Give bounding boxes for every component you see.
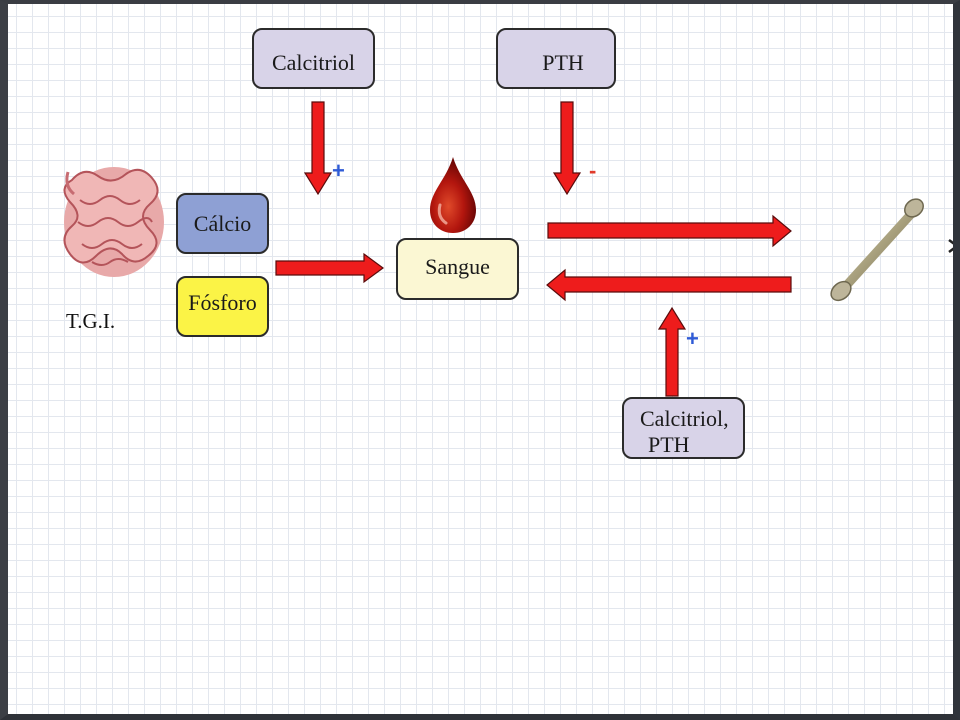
fosforo-label: Fósforo (188, 290, 257, 315)
arrow-pth-down (552, 101, 582, 196)
minus-sign-pth: - (589, 158, 597, 183)
bone-icon (830, 198, 924, 302)
sangue-label: Sangue (425, 254, 490, 279)
blood-drop-icon (430, 157, 476, 233)
tgi-label: T.G.I. (66, 309, 116, 333)
intestine-icon (63, 167, 164, 277)
calcitriol-box: Calcitriol (252, 28, 375, 89)
arrow-blood-to-bone (547, 214, 792, 248)
sangue-box: Sangue (396, 238, 519, 300)
pth-box: PTH (496, 28, 616, 89)
calcio-box: Cálcio (176, 193, 269, 254)
arrow-bottom-up (657, 306, 687, 397)
pth-label: PTH (542, 49, 584, 75)
plus-sign-bottom: + (686, 326, 699, 351)
plus-sign-calcitriol: + (332, 158, 345, 183)
arrow-bone-to-blood (546, 268, 792, 302)
bottom-box-line2: PTH (648, 432, 690, 457)
arrow-tgi-to-blood (275, 252, 385, 284)
chevron-right-icon (948, 239, 959, 253)
calcitriol-pth-box: Calcitriol, PTH (622, 397, 745, 459)
fosforo-box: Fósforo (176, 276, 269, 337)
bottom-box-line1: Calcitriol, (640, 406, 729, 431)
calcio-label: Cálcio (193, 210, 252, 236)
arrow-calcitriol-down (303, 101, 333, 196)
calcitriol-label: Calcitriol (271, 49, 356, 75)
